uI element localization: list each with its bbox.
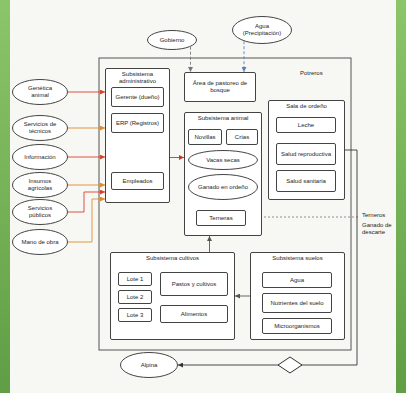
output-oval: Alpina bbox=[120, 352, 178, 378]
node-text: Información bbox=[20, 154, 60, 161]
flow-connector bbox=[68, 157, 105, 158]
node-text: Agua bbox=[265, 277, 329, 284]
process-box: Gerente (dueño) bbox=[111, 87, 164, 107]
oval-shape bbox=[189, 151, 258, 170]
process-box: Agua bbox=[262, 272, 332, 288]
subsystem-box: Subsistema suelosAguaNutrientes del suel… bbox=[250, 252, 345, 340]
process-box: Terneras bbox=[196, 210, 246, 226]
oval-shape bbox=[233, 17, 292, 44]
process-box: Microorganismos bbox=[262, 318, 332, 334]
input-oval: Insumos agrícolas bbox=[12, 172, 68, 198]
subsystem-box: Subsistema cultivosLote 1 Lote 2 Lote 3 Pas… bbox=[110, 252, 235, 340]
subsystem-box: Subsistema animalNovillas CríasVacas seca… bbox=[184, 112, 262, 236]
herd-oval: Vacas secas bbox=[188, 150, 258, 170]
flow-connector bbox=[68, 199, 105, 242]
process-box: Novillas bbox=[188, 129, 222, 145]
side-label: Terneros bbox=[362, 212, 402, 219]
oval-shape bbox=[13, 145, 68, 170]
node-text: Novillas bbox=[191, 134, 219, 141]
subsystem-title: Subsistema animal bbox=[187, 115, 259, 122]
subsystem-title: Sala de ordeño bbox=[271, 103, 342, 110]
node-text: Gerente (dueño) bbox=[114, 94, 161, 101]
flow-connector bbox=[68, 128, 105, 129]
node-text: ERP (Registros) bbox=[114, 120, 161, 127]
node-text: Salud reproductiva bbox=[279, 151, 333, 158]
subsystem-box: Subsistema administrativoGerente (dueño)… bbox=[105, 68, 170, 203]
process-box: Pastos y cultivos bbox=[160, 272, 228, 296]
side-label: Ganado de descarte bbox=[362, 222, 402, 236]
input-oval: Gobierno bbox=[147, 30, 197, 50]
node-text: Servicios de técnicos bbox=[20, 121, 60, 135]
process-box: Nutrientes del suelo bbox=[262, 293, 332, 313]
node-text: Alimentos bbox=[163, 311, 225, 318]
system-boundary bbox=[99, 58, 351, 350]
process-box: Área de pastoreo de bosque bbox=[184, 72, 256, 102]
process-box: ERP (Registros) bbox=[111, 113, 164, 133]
node-text: Alpina bbox=[128, 362, 170, 369]
flow-connector bbox=[68, 192, 105, 212]
node-text: Gobierno bbox=[154, 37, 190, 44]
subsystem-title: Subsistema suelos bbox=[253, 255, 342, 262]
node-text: Lote 3 bbox=[121, 312, 149, 319]
input-oval: Agua (Precipitación) bbox=[232, 16, 292, 44]
process-box: Lote 1 bbox=[118, 272, 152, 286]
process-box: Salud reproductiva bbox=[276, 143, 336, 165]
flow-connector bbox=[170, 157, 184, 158]
node-text: Nutrientes del suelo bbox=[265, 300, 329, 307]
flow-connector bbox=[68, 185, 105, 186]
oval-shape bbox=[13, 200, 68, 225]
oval-shape bbox=[13, 116, 68, 141]
oval-shape bbox=[121, 353, 178, 378]
node-text: Microorganismos bbox=[265, 323, 329, 330]
input-oval: Información bbox=[12, 144, 68, 170]
subsystem-title: Subsistema cultivos bbox=[113, 255, 232, 262]
process-box: Leche bbox=[276, 117, 336, 133]
oval-shape bbox=[13, 173, 68, 198]
node-text: Salud sanitaria bbox=[279, 178, 333, 185]
leader-line bbox=[264, 217, 359, 218]
process-box: Empleados bbox=[111, 172, 164, 190]
node-text: Agua (Precipitación) bbox=[240, 23, 284, 37]
oval-shape bbox=[148, 31, 197, 50]
oval-shape bbox=[13, 230, 68, 255]
herd-oval: Ganado en ordeño bbox=[188, 174, 258, 200]
node-text: Servicios públicos bbox=[20, 205, 60, 219]
node-text: Lote 2 bbox=[121, 294, 149, 301]
node-text: Vacas secas bbox=[197, 157, 249, 164]
flow-connector bbox=[244, 41, 245, 72]
node-text: Terneras bbox=[199, 215, 243, 222]
node-text: Crías bbox=[229, 134, 255, 141]
node-text: Pastos y cultivos bbox=[163, 281, 225, 288]
process-box: Lote 2 bbox=[118, 290, 152, 304]
diagram-panel bbox=[10, 0, 396, 393]
side-label: Potreros bbox=[300, 70, 345, 77]
oval-shape bbox=[13, 80, 68, 105]
node-text: Lote 1 bbox=[121, 276, 149, 283]
input-oval: Mano de obra bbox=[12, 229, 68, 255]
oval-shape bbox=[189, 175, 258, 200]
junction-diamond bbox=[278, 357, 302, 373]
flow-connector bbox=[235, 296, 250, 297]
subsystem-box: Sala de ordeñoLecheSalud reproductivaSal… bbox=[268, 100, 345, 200]
flow-connector bbox=[68, 92, 105, 93]
node-text: Leche bbox=[279, 122, 333, 129]
node-text: Mano de obra bbox=[20, 239, 60, 246]
process-box: Crías bbox=[226, 129, 258, 145]
process-box: Lote 3 bbox=[118, 308, 152, 322]
flow-connector bbox=[190, 47, 191, 72]
input-oval: Genética animal bbox=[12, 79, 68, 105]
node-text: Empleados bbox=[114, 178, 161, 185]
node-text: Insumos agrícolas bbox=[20, 178, 60, 192]
node-text: Área de pastoreo de bosque bbox=[187, 80, 253, 94]
node-text: Genética animal bbox=[20, 85, 60, 99]
process-box: Salud sanitaria bbox=[276, 170, 336, 192]
input-oval: Servicios de técnicos bbox=[12, 115, 68, 141]
subsystem-title: Subsistema administrativo bbox=[108, 71, 167, 85]
flow-connector bbox=[209, 236, 210, 252]
process-box: Alimentos bbox=[160, 305, 228, 323]
node-text: Ganado en ordeño bbox=[197, 184, 249, 191]
input-oval: Servicios públicos bbox=[12, 199, 68, 225]
